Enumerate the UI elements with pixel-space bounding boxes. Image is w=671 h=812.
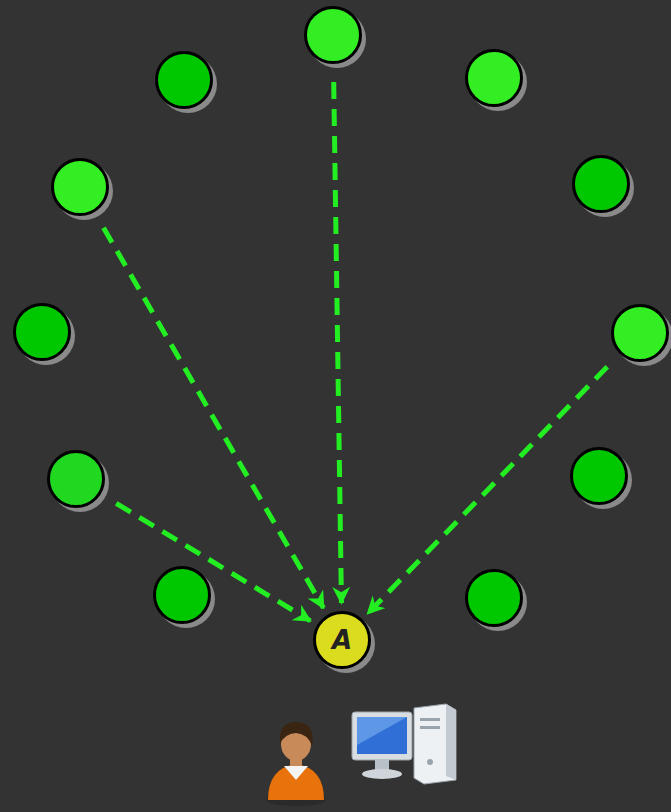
peer-node (572, 155, 630, 213)
circle-fill (467, 571, 522, 626)
circle-fill (306, 8, 361, 63)
circle-outline (570, 447, 628, 505)
circle-outline (465, 49, 523, 107)
circle-outline (153, 566, 211, 624)
peer-node (465, 49, 523, 107)
circle-fill (49, 452, 104, 507)
circle-fill (467, 51, 522, 106)
user-icon (266, 722, 326, 806)
peer-node (153, 566, 211, 624)
peer-node (570, 447, 628, 505)
computer-icon (352, 704, 456, 784)
target-node: A (313, 611, 371, 669)
circle-fill (572, 449, 627, 504)
peer-node (47, 450, 105, 508)
circle-fill (574, 157, 629, 212)
peer-node (155, 51, 213, 109)
circle-outline (51, 158, 109, 216)
circle-outline (155, 51, 213, 109)
circle-outline (304, 6, 362, 64)
peer-node (465, 569, 523, 627)
peer-node (13, 303, 71, 361)
circle-fill (53, 160, 108, 215)
circle-fill (315, 613, 370, 668)
circle-fill (15, 305, 70, 360)
circle-fill (157, 53, 212, 108)
peer-node (611, 304, 669, 362)
circle-fill (155, 568, 210, 623)
dashed-arrow (334, 82, 342, 603)
circle-fill (613, 306, 668, 361)
circle-outline (611, 304, 669, 362)
circle-outline (47, 450, 105, 508)
circle-outline (465, 569, 523, 627)
node-label: A (332, 625, 352, 655)
circle-outline (13, 303, 71, 361)
dashed-arrow (104, 228, 324, 608)
circle-outline (572, 155, 630, 213)
peer-node (51, 158, 109, 216)
peer-node (304, 6, 362, 64)
